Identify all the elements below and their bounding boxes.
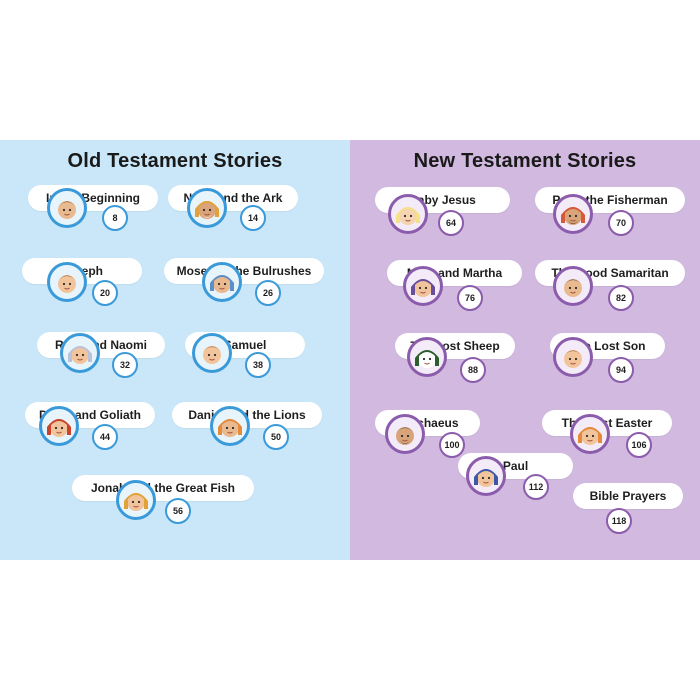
character-portrait-icon: [407, 337, 447, 377]
character-portrait-icon: [47, 188, 87, 228]
page-number-badge: 50: [263, 424, 289, 450]
story-title: Ruth and Naomi: [37, 332, 165, 358]
character-portrait-icon: [210, 406, 250, 446]
page-number-badge: 20: [92, 280, 118, 306]
new-testament-heading: New Testament Stories: [413, 150, 637, 172]
character-portrait-icon: [466, 456, 506, 496]
story-title: Jonah and the Great Fish: [72, 475, 254, 501]
story-title: Bible Prayers: [573, 483, 683, 509]
character-portrait-icon: [388, 194, 428, 234]
page-number-badge: 64: [438, 210, 464, 236]
page-number-badge: 70: [608, 210, 634, 236]
page-number-badge: 118: [606, 508, 632, 534]
page-number-badge: 26: [255, 280, 281, 306]
page-number-badge: 88: [460, 357, 486, 383]
page-number-badge: 32: [112, 352, 138, 378]
page-number-badge: 94: [608, 357, 634, 383]
old-testament-heading: Old Testament Stories: [67, 150, 283, 172]
character-portrait-icon: [47, 262, 87, 302]
character-portrait-icon: [570, 414, 610, 454]
character-portrait-icon: [187, 188, 227, 228]
page-number-badge: 56: [165, 498, 191, 524]
page-number-badge: 112: [523, 474, 549, 500]
page-number-badge: 106: [626, 432, 652, 458]
character-portrait-icon: [202, 262, 242, 302]
page-number-badge: 76: [457, 285, 483, 311]
character-portrait-icon: [60, 333, 100, 373]
character-portrait-icon: [192, 333, 232, 373]
character-portrait-icon: [39, 406, 79, 446]
page-number-badge: 38: [245, 352, 271, 378]
character-portrait-icon: [553, 337, 593, 377]
page-number-badge: 82: [608, 285, 634, 311]
character-portrait-icon: [553, 266, 593, 306]
page-number-badge: 100: [439, 432, 465, 458]
character-portrait-icon: [116, 480, 156, 520]
character-portrait-icon: [553, 194, 593, 234]
page-number-badge: 14: [240, 205, 266, 231]
character-portrait-icon: [385, 414, 425, 454]
page-number-badge: 44: [92, 424, 118, 450]
story-title: Moses in the Bulrushes: [164, 258, 324, 284]
page-number-badge: 8: [102, 205, 128, 231]
character-portrait-icon: [403, 266, 443, 306]
